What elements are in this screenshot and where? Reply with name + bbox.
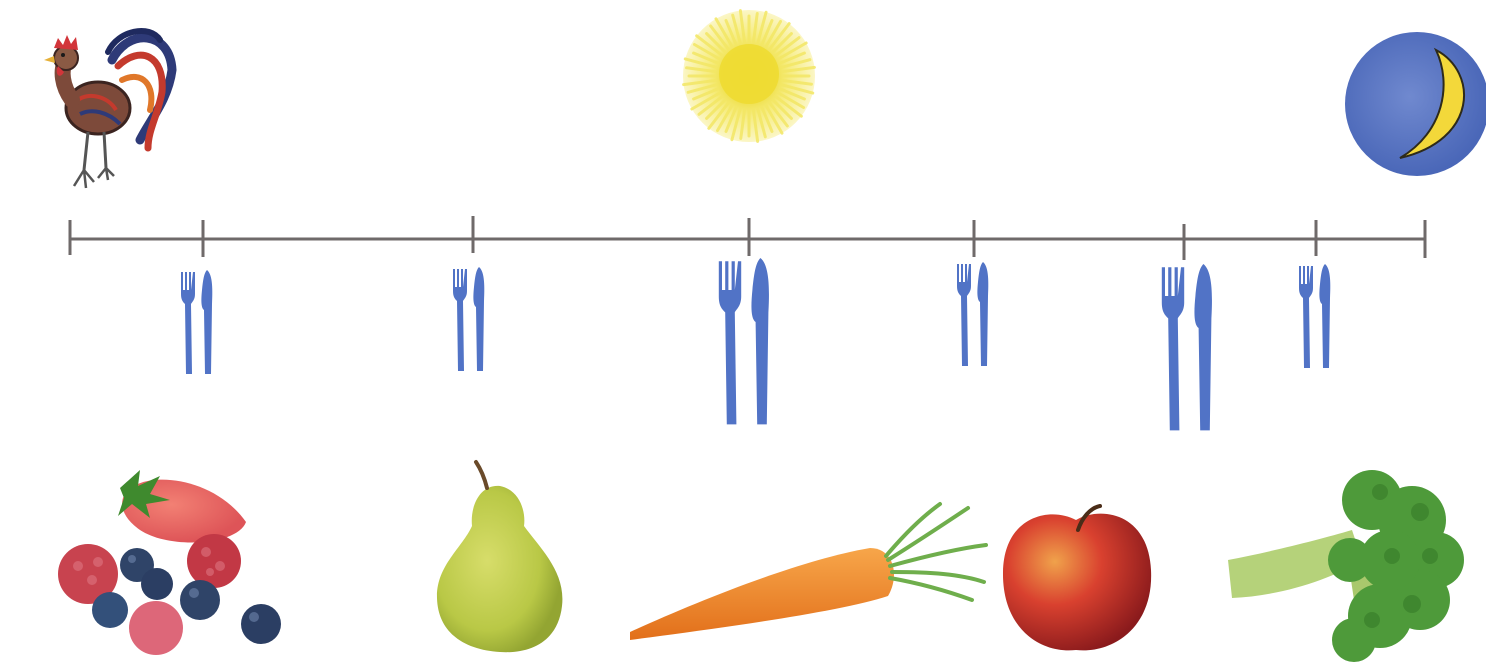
berries-icon xyxy=(58,470,281,655)
meal-markers xyxy=(181,258,1330,430)
cutlery-icon-breakfast xyxy=(181,270,212,374)
fork-icon xyxy=(1162,267,1184,430)
fork-icon xyxy=(719,261,741,424)
cutlery-icon-mid-morning xyxy=(453,267,484,371)
fork-icon xyxy=(1299,266,1313,368)
pear-icon xyxy=(437,462,562,652)
knife-icon xyxy=(751,258,769,424)
timeline-axis xyxy=(70,216,1425,260)
cutlery-icon-dinner xyxy=(1162,264,1212,430)
sun-icon xyxy=(683,10,815,142)
fork-icon xyxy=(181,272,195,374)
knife-icon xyxy=(473,267,484,371)
broccoli-icon xyxy=(1228,470,1464,662)
fork-icon xyxy=(957,264,971,366)
cutlery-icon-lunch xyxy=(719,258,769,424)
cutlery-icon-afternoon xyxy=(957,262,988,366)
knife-icon xyxy=(1194,264,1212,430)
cutlery-icon-late-snack xyxy=(1299,264,1330,368)
carrot-icon xyxy=(630,504,986,640)
knife-icon xyxy=(977,262,988,366)
knife-icon xyxy=(201,270,212,374)
rooster-icon xyxy=(44,31,172,188)
apple-icon xyxy=(1003,506,1151,650)
knife-icon xyxy=(1319,264,1330,368)
fork-icon xyxy=(453,269,467,371)
moon-icon xyxy=(1345,32,1486,176)
